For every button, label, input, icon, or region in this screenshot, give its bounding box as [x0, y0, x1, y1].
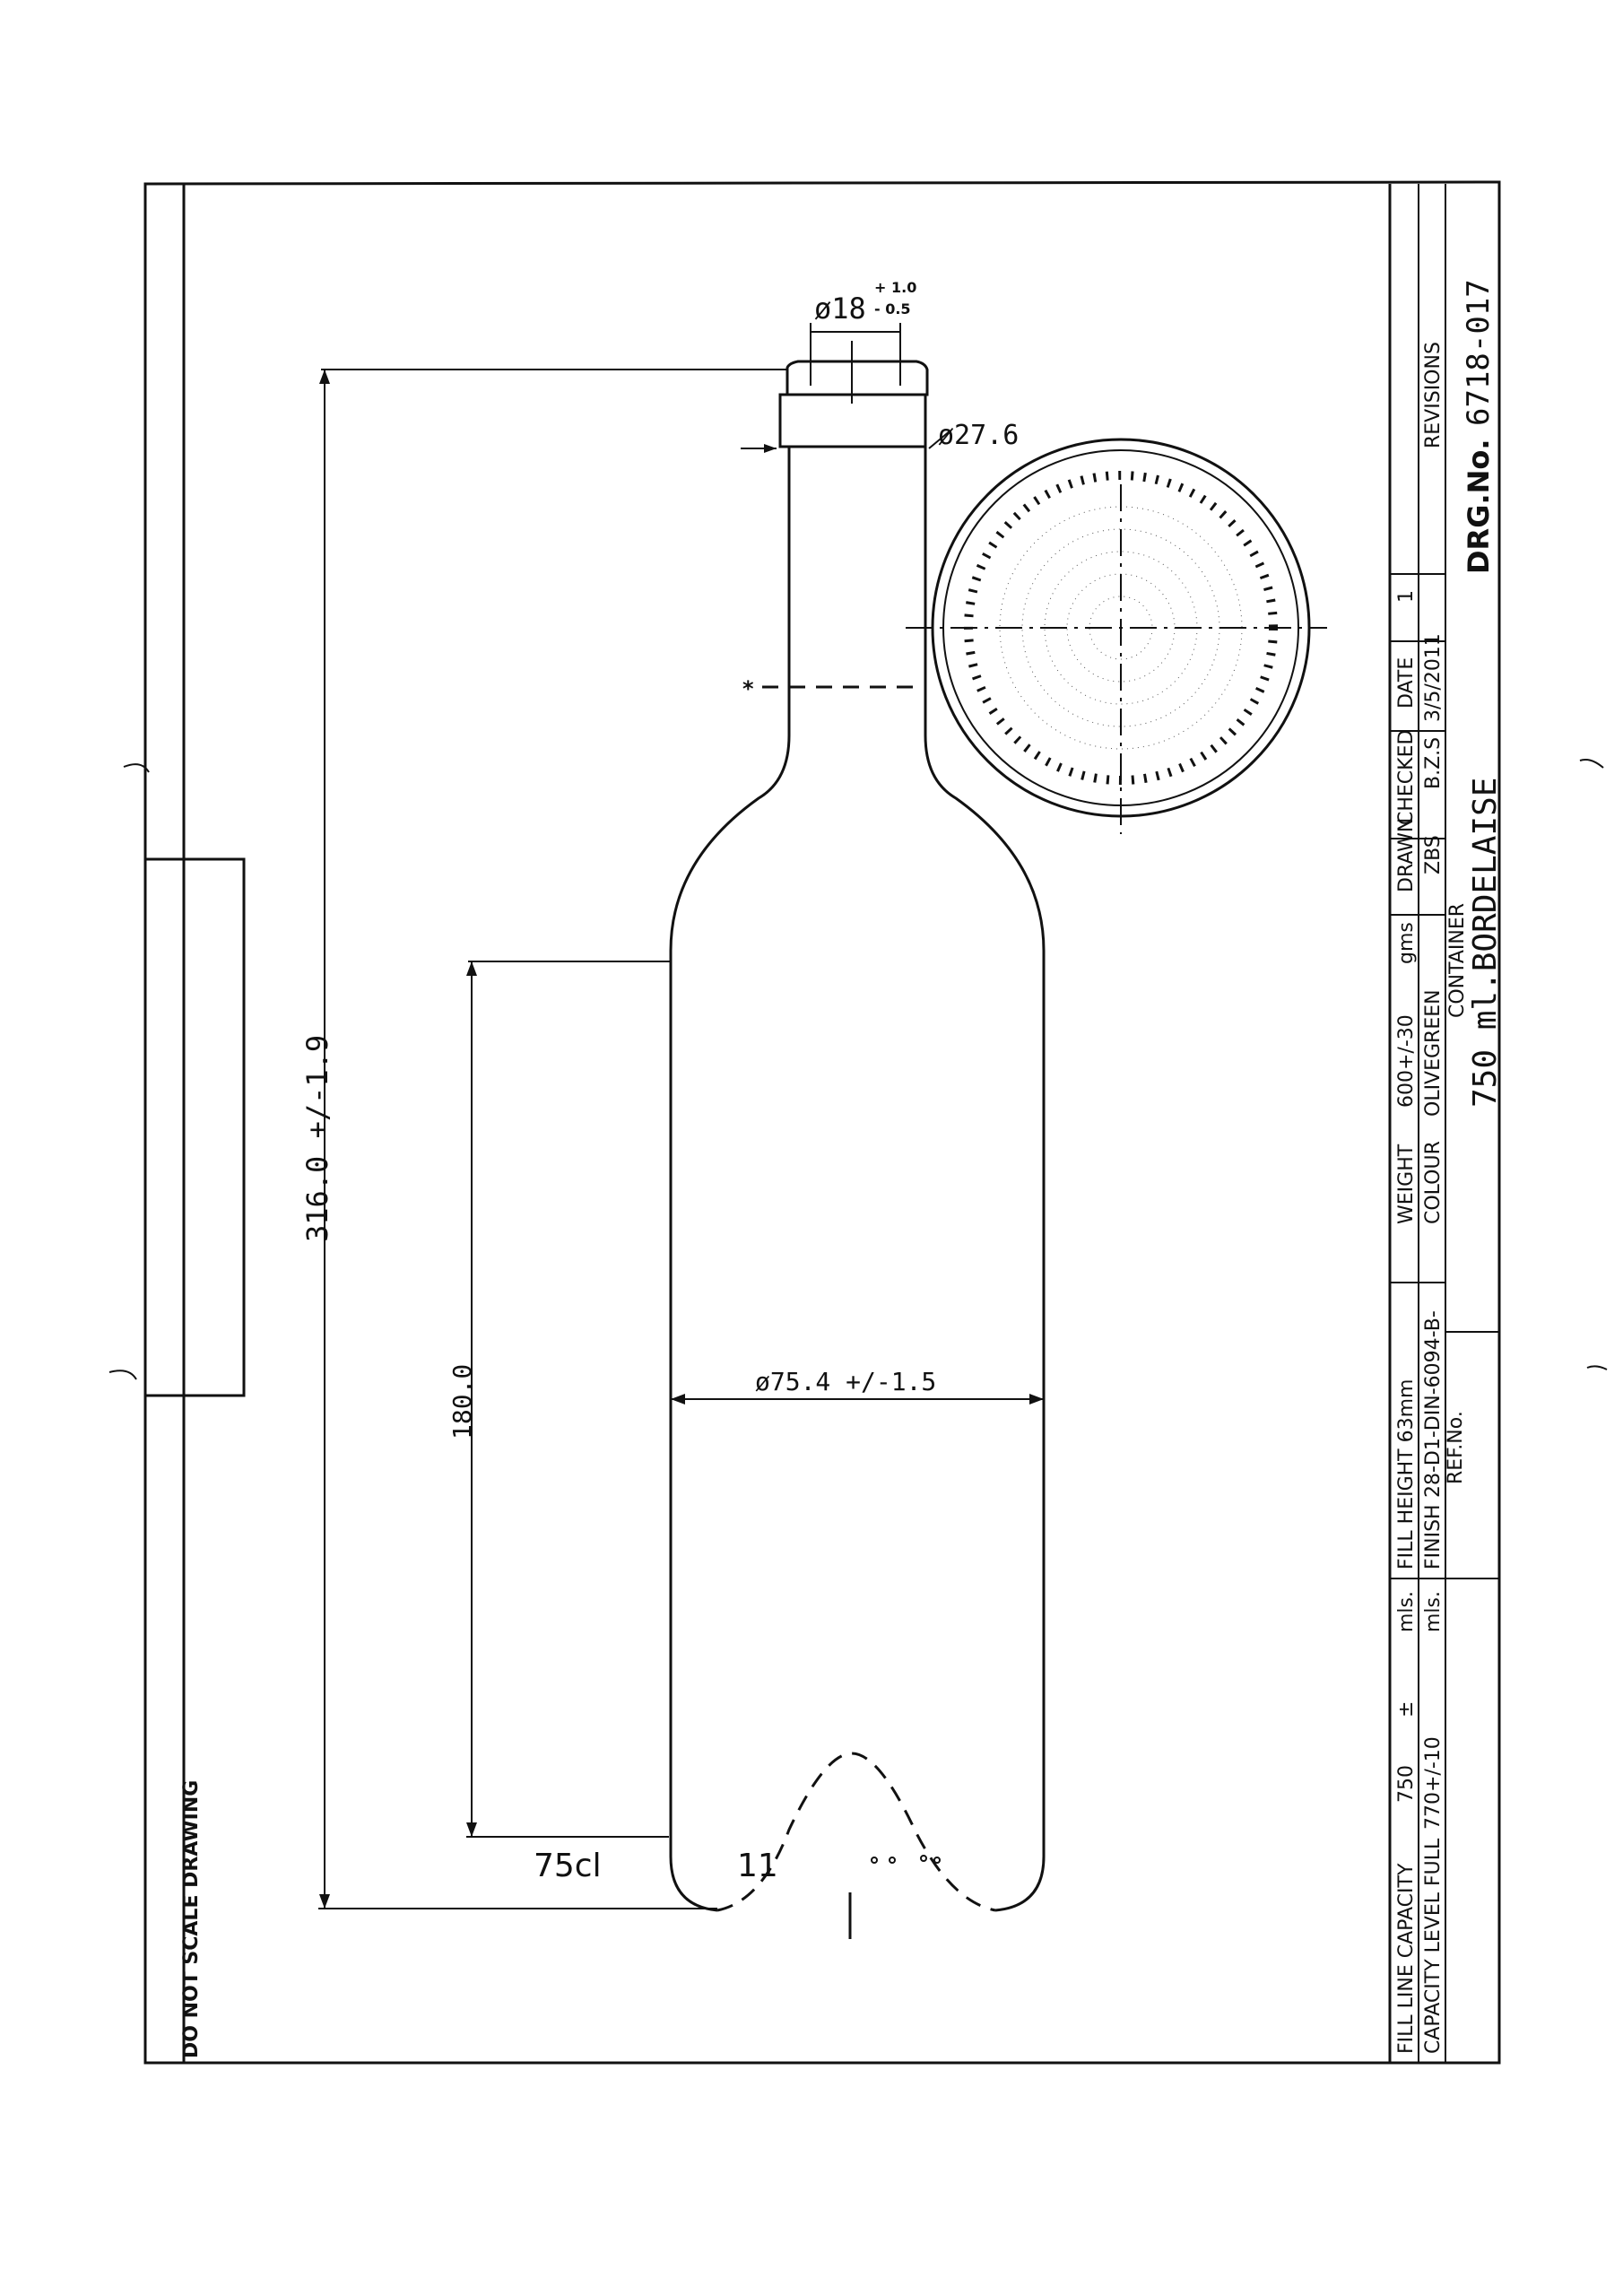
capacity-level-full-label: CAPACITY LEVEL FULL — [1422, 1838, 1445, 2054]
neck-tolerance-minus: - 0.5 — [874, 300, 911, 317]
ring-diameter-label: ø27.6 — [938, 420, 1019, 451]
weight-label: WEIGHT — [1395, 1144, 1418, 1224]
drawing-number-label: DRG.No. — [1462, 439, 1496, 574]
reference-mark: * — [742, 676, 915, 701]
height-dimension: 316.0 +/-1.9 — [300, 369, 787, 1909]
finish-label: FINISH — [1422, 1504, 1445, 1570]
revisions-label: REVISIONS — [1422, 342, 1445, 448]
finish-top-view — [906, 438, 1327, 834]
capacity-level-full-unit: mls. — [1422, 1591, 1445, 1632]
neck-tolerance-plus: + 1.0 — [874, 279, 916, 296]
fill-line-capacity-unit: mls. — [1395, 1591, 1418, 1632]
drawn-value: ZBS — [1422, 835, 1445, 874]
neck-diameter-dimension: ø18 + 1.0 - 0.5 — [810, 279, 916, 404]
revision-number: 1 — [1395, 590, 1418, 603]
body-diameter-label: ø75.4 +/-1.5 — [755, 1367, 936, 1396]
drawing-number-value: 6718-017 — [1461, 279, 1497, 426]
body-diameter-dimension: ø75.4 +/-1.5 — [671, 1367, 1044, 1405]
star-mark: * — [742, 676, 754, 701]
colour-label: COLOUR — [1422, 1141, 1445, 1224]
drawn-label: DRAWN — [1395, 818, 1418, 892]
weight-value: 600+/-30 — [1395, 1014, 1418, 1108]
fill-height-label: 180.0 — [447, 1364, 477, 1439]
fill-line-capacity-value: 750 — [1395, 1765, 1418, 1803]
capacity-level-full-value: 770+/-10 — [1422, 1736, 1445, 1830]
do-not-scale-label: DO NOT SCALE DRAWING — [180, 1780, 203, 2058]
drawing-frame — [108, 180, 1608, 2065]
container-value: 750 ml.BORDELAISE — [1467, 778, 1504, 1108]
fill-height-spec: FILL HEIGHT 63mm — [1395, 1379, 1418, 1570]
height-label: 316.0 +/-1.9 — [300, 1035, 334, 1242]
ring-diameter-dimension: ø27.6 — [741, 420, 1019, 453]
bottle-outline — [669, 360, 1046, 1939]
date-label: DATE — [1395, 657, 1418, 709]
container-label: CONTAINER — [1446, 903, 1469, 1018]
mould-mark: 11 — [737, 1848, 778, 1884]
weight-unit: gms — [1395, 922, 1418, 964]
colour-value: OLIVEGREEN — [1422, 989, 1445, 1117]
capacity-mark: 75cl — [534, 1848, 602, 1884]
fill-line-capacity-tolerance: ± — [1395, 1701, 1418, 1718]
neck-diameter-label: ø18 — [814, 291, 866, 326]
fill-line-capacity-label: FILL LINE CAPACITY — [1395, 1863, 1418, 2054]
title-block — [1388, 184, 1499, 2063]
checked-label: CHECKED — [1395, 730, 1418, 825]
fill-height-dimension: 180.0 — [447, 961, 671, 1838]
date-value: 3/5/2011 — [1422, 633, 1445, 722]
checked-value: B.Z.S — [1422, 737, 1445, 789]
ref-no-label: REF.No. — [1445, 1411, 1467, 1484]
finish-value: 28-D1-DIN-6094-B- — [1422, 1310, 1445, 1498]
